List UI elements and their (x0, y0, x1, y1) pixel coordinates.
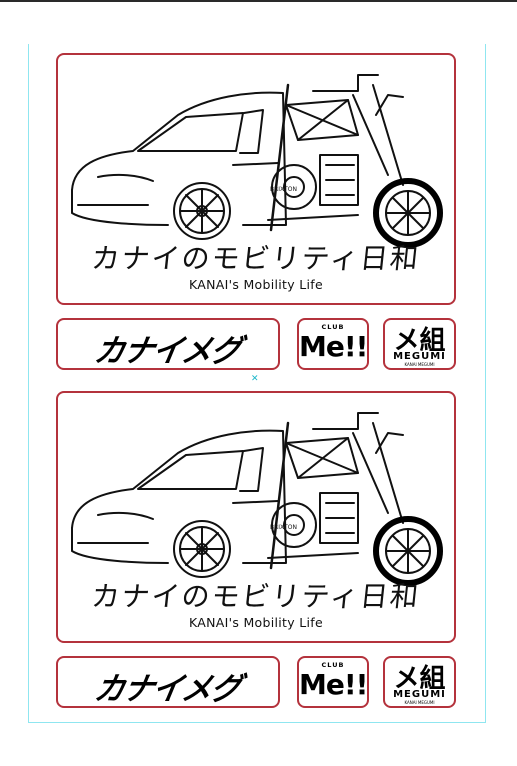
club-me-text: Me!! (299, 330, 368, 363)
club-me-logo-sticker-1[interactable]: CLUB Me!! (297, 318, 369, 370)
club-me-text: Me!! (299, 668, 368, 701)
main-sticker-1[interactable]: BRIXTON カナイのモビリティ日和 KANAI's Mobility Lif… (56, 53, 456, 305)
car-bike-illustration: BRIXTON (71, 74, 443, 248)
megumi-kanji-text: メ組 (393, 326, 446, 356)
club-arc-text: CLUB (321, 661, 345, 669)
window-top-bar (0, 0, 517, 2)
bike-brand-label: BRIXTON (270, 186, 297, 193)
sticker-title-en: KANAI's Mobility Life (189, 277, 323, 292)
bike-brand-label: BRIXTON (270, 524, 297, 531)
center-cross-mark: ✕ (251, 374, 259, 384)
sticker-title-ja: カナイのモビリティ日和 (89, 580, 422, 613)
kanai-megu-logo-sticker-2[interactable]: カナイメグ (56, 656, 280, 708)
kanai-megu-logo-text: カナイメグ (91, 671, 244, 708)
sticker-title-ja: カナイのモビリティ日和 (89, 242, 422, 275)
megumi-roman-text: MEGUMI (393, 351, 446, 362)
megumi-tiny-text: KANAI MEGUMI (404, 362, 435, 367)
club-arc-text: CLUB (321, 323, 345, 331)
club-me-logo-sticker-2[interactable]: CLUB Me!! (297, 656, 369, 708)
car-bike-illustration: BRIXTON (71, 412, 443, 586)
megumi-logo-sticker-2[interactable]: メ組 MEGUMI KANAI MEGUMI (383, 656, 456, 708)
megumi-kanji-text: メ組 (393, 664, 446, 694)
main-sticker-2[interactable]: BRIXTON カナイのモビリティ日和 KANAI's Mobility Lif… (56, 391, 456, 643)
sticker-title-en: KANAI's Mobility Life (189, 615, 323, 630)
megumi-logo-sticker-1[interactable]: メ組 MEGUMI KANAI MEGUMI (383, 318, 456, 370)
kanai-megu-logo-sticker-1[interactable]: カナイメグ (56, 318, 280, 370)
megumi-roman-text: MEGUMI (393, 689, 446, 700)
artboard[interactable] (28, 44, 486, 723)
kanai-megu-logo-text: カナイメグ (91, 333, 244, 370)
megumi-tiny-text: KANAI MEGUMI (404, 700, 435, 705)
